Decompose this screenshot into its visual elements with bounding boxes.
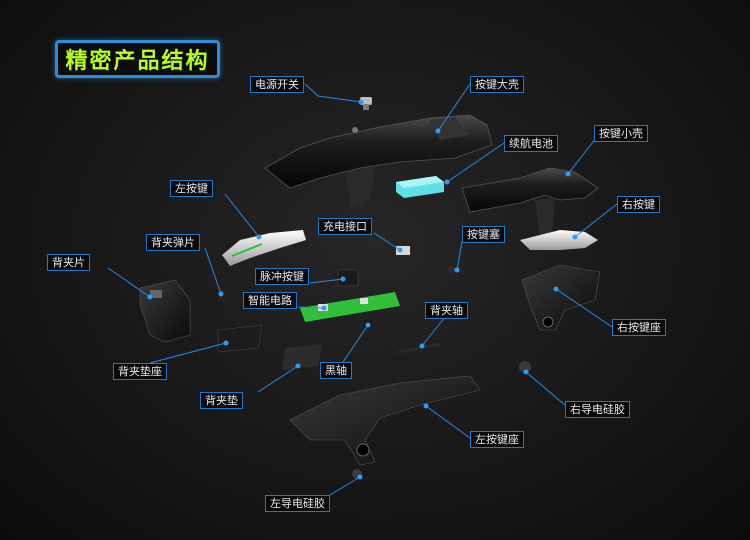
label-small-key-shell: 按键小壳 bbox=[594, 125, 648, 142]
page-title: 精密产品结构 bbox=[55, 40, 220, 78]
label-smart-circuit: 智能电路 bbox=[243, 292, 297, 309]
label-right-silicone: 右导电硅胶 bbox=[565, 401, 630, 418]
label-pulse-key: 脉冲按键 bbox=[255, 268, 309, 285]
clip-shaft-part bbox=[397, 342, 441, 354]
big-key-shell-part bbox=[264, 114, 493, 208]
key-plug-part bbox=[448, 266, 456, 274]
label-left-silicone: 左导电硅胶 bbox=[265, 495, 330, 512]
battery-part bbox=[396, 176, 444, 198]
label-left-key-base: 左按键座 bbox=[470, 431, 524, 448]
clip-pad-base-part bbox=[217, 324, 263, 353]
small-key-shell-part bbox=[461, 167, 599, 238]
left-key-base-part bbox=[289, 375, 481, 466]
left-key-part bbox=[222, 230, 306, 266]
clip-spring-part bbox=[218, 290, 228, 302]
label-battery: 续航电池 bbox=[504, 135, 558, 152]
label-clip-pad: 背夹垫 bbox=[200, 392, 243, 409]
label-back-clip: 背夹片 bbox=[47, 254, 90, 271]
pulse-key-part bbox=[337, 269, 359, 287]
back-clip-part bbox=[139, 279, 191, 343]
right-key-part bbox=[520, 230, 598, 250]
label-clip-pad-base: 背夹垫座 bbox=[113, 363, 167, 380]
label-big-key-shell: 按键大壳 bbox=[470, 76, 524, 93]
label-right-key-base: 右按键座 bbox=[612, 319, 666, 336]
label-charge-port: 充电接口 bbox=[318, 218, 372, 235]
label-black-shaft: 黑轴 bbox=[320, 362, 352, 379]
label-right-key: 右按键 bbox=[617, 196, 660, 213]
right-key-base-part bbox=[521, 264, 601, 331]
label-left-key: 左按键 bbox=[170, 180, 213, 197]
charge-port-part bbox=[396, 246, 410, 255]
label-clip-spring: 背夹弹片 bbox=[146, 234, 200, 251]
label-power-switch: 电源开关 bbox=[250, 76, 304, 93]
label-clip-shaft: 背夹轴 bbox=[425, 302, 468, 319]
label-key-plug: 按键塞 bbox=[462, 226, 505, 243]
smart-circuit-part bbox=[300, 292, 400, 322]
clip-pad-part bbox=[282, 344, 322, 370]
right-silicone-part bbox=[519, 361, 531, 373]
